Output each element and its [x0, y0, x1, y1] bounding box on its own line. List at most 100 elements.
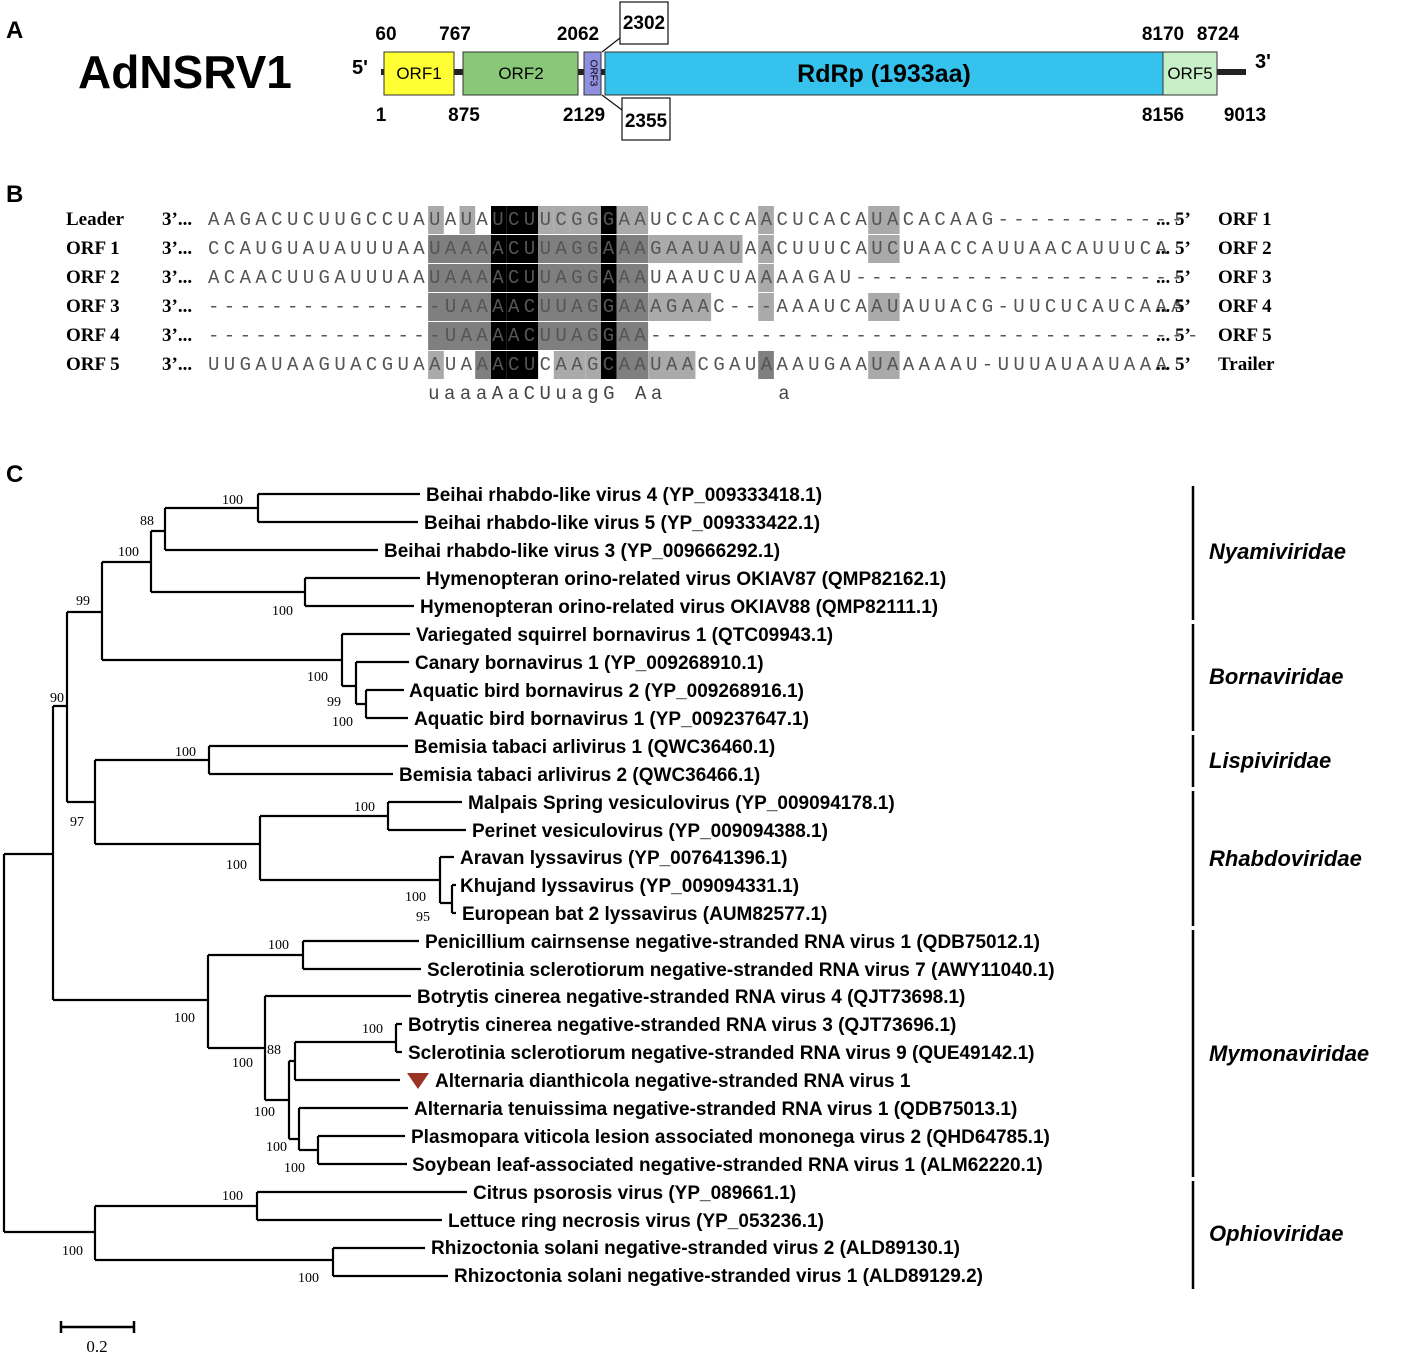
bootstrap-values: 90 99 100 88 100 100 100 99 100 100 97 1… [50, 493, 430, 1286]
panel-c: C [2, 461, 1369, 1354]
alignment-three-prime-end: 3’... [162, 354, 192, 375]
taxon-label-highlighted: Alternaria dianthicola negative-stranded… [435, 1071, 911, 1092]
scale-bar: 0.2 [59, 1321, 136, 1354]
alignment-conserved-shade [506, 322, 539, 350]
taxon-label: Perinet vesiculovirus (YP_009094388.1) [472, 821, 828, 842]
family-label-ophioviridae: Ophioviridae [1209, 1221, 1343, 1246]
alignment-five-prime-end: ... 5’ [1156, 209, 1191, 230]
alignment-conserved-shade [538, 322, 601, 350]
alignment-five-prime-end: ... 5’ [1156, 325, 1191, 346]
alignment-conserved-shade [648, 351, 696, 379]
boxed-position-top [619, 1, 669, 45]
alignment-five-prime-end: ... 5’ [1156, 354, 1191, 375]
alignment-conserved-shade [868, 206, 900, 234]
bootstrap-label: 95 [416, 910, 430, 925]
taxon-label: Rhizoctonia solani negative-stranded vir… [431, 1238, 960, 1259]
alignment-conserved-shade [428, 351, 444, 379]
alignment-conserved-shade [428, 322, 491, 350]
boxed-position-top-leader [601, 37, 621, 53]
rdrp-box [604, 51, 1164, 96]
alignment-row-label: Leader [66, 209, 125, 230]
bootstrap-label: 100 [222, 493, 243, 508]
alignment: Leader 3’... AAGACUCUUGCCUAUAUAUCUUCGGGAAU… [66, 209, 1275, 405]
orf5-box [1162, 51, 1218, 96]
taxon-label: Alternaria tenuissima negative-stranded … [414, 1099, 1017, 1120]
bootstrap-label: 97 [70, 815, 84, 830]
alignment-conserved-shade [491, 264, 507, 292]
alignment-three-prime-end: 3’... [162, 296, 192, 317]
position-end-orf1: 767 [439, 24, 471, 45]
taxon-label: Citrus psorosis virus (YP_089661.1) [473, 1183, 796, 1204]
taxon-label: Variegated squirrel bornavirus 1 (QTC099… [416, 625, 833, 646]
alignment-row-label: ORF 5 [66, 354, 120, 375]
alignment-conserved-shade [616, 235, 649, 263]
alignment-conserved-shade [758, 235, 774, 263]
taxon-label: Penicillium cairnsense negative-stranded… [425, 932, 1040, 953]
alignment-row-label: ORF 1 [66, 238, 120, 259]
panel-label-c: C [6, 461, 23, 488]
alignment-row-label: ORF 3 [66, 296, 120, 317]
alignment-row-target: ORF 5 [1218, 325, 1272, 346]
taxon-label: Beihai rhabdo-like virus 5 (YP_009333422… [424, 513, 820, 534]
alignment-shading [428, 206, 900, 379]
bootstrap-label: 100 [62, 1244, 83, 1259]
orf2-box [462, 51, 579, 96]
alignment-conserved-shade [428, 293, 491, 321]
alignment-conserved-shade [491, 235, 507, 263]
bootstrap-label: 100 [175, 745, 196, 760]
taxon-label: Beihai rhabdo-like virus 3 (YP_009666292… [384, 541, 780, 562]
alignment-conserved-shade [758, 264, 774, 292]
taxon-label: Sclerotinia sclerotiorum negative-strand… [408, 1043, 1035, 1064]
bootstrap-label: 100 [298, 1271, 319, 1286]
alignment-consensus: uaaaAaCUuagG Aa a [428, 383, 790, 405]
position-start-orf1: 60 [375, 24, 396, 45]
alignment-conserved-shade [601, 206, 617, 234]
taxon-label: Canary bornavirus 1 (YP_009268910.1) [415, 653, 764, 674]
position-end-orf5: 8724 [1197, 24, 1240, 45]
bootstrap-label: 100 [118, 545, 139, 560]
alignment-sequence: ACAACUUGAUUUAAUAAAACUUAGGAAAUAAUCUAAAAGA… [208, 267, 1183, 289]
alignment-conserved-shade [506, 206, 539, 234]
bootstrap-label: 100 [284, 1161, 305, 1176]
orf5-label: ORF5 [1167, 64, 1212, 83]
bootstrap-label: 100 [405, 890, 426, 905]
alignment-sequence: ---------------UAAAACUUAGGAA------------… [208, 325, 1198, 347]
rdrp-label: RdRp (1933aa) [797, 60, 971, 88]
alignment-conserved-shade [459, 206, 476, 234]
alignment-conserved-shade [506, 293, 539, 321]
boxed-position-bottom-leader [601, 94, 623, 111]
alignment-five-prime-end: ... 5’ [1156, 296, 1191, 317]
taxon-label: Hymenopteran orino-related virus OKIAV88… [420, 597, 938, 618]
alignment-conserved-shade [868, 293, 900, 321]
bootstrap-label: 100 [254, 1105, 275, 1120]
alignment-conserved-shade [506, 235, 539, 263]
bootstrap-label: 100 [307, 670, 328, 685]
taxon-label: Aquatic bird bornavirus 2 (YP_009268916.… [409, 681, 804, 702]
taxon-label: Bemisia tabaci arlivirus 1 (QWC36460.1) [414, 737, 775, 758]
alignment-row-label: ORF 2 [66, 267, 120, 288]
alignment-row-target: ORF 1 [1218, 209, 1272, 230]
orf2-label: ORF2 [498, 64, 543, 83]
boxed-position-bottom [621, 97, 671, 141]
bootstrap-label: 100 [354, 800, 375, 815]
alignment-five-prime-end: ... 5’ [1156, 238, 1191, 259]
bootstrap-label: 100 [226, 858, 247, 873]
alignment-row-label: ORF 4 [66, 325, 120, 346]
bootstrap-label: 99 [76, 594, 90, 609]
alignment-three-prime-end: 3’... [162, 209, 192, 230]
tree-branches [2, 492, 467, 1278]
alignment-conserved-shade [553, 351, 586, 379]
boxed-position-top-label: 2302 [623, 13, 665, 34]
alignment-conserved-shade [758, 293, 774, 321]
alignment-conserved-shade [616, 206, 649, 234]
family-label-mymonaviridae: Mymonaviridae [1209, 1041, 1369, 1066]
alignment-sequence: UUGAUAAGUACGUAAUAAACUCAAGCAAUAACGAUAAAUG… [208, 354, 1167, 376]
alignment-conserved-shade [616, 322, 649, 350]
alignment-sequence: AAGACUCUUGCCUAUAUAUCUUCGGGAAUCCACCAACUCA… [208, 209, 1183, 231]
alignment-conserved-shade [491, 322, 507, 350]
alignment-conserved-shade [601, 235, 617, 263]
alignment-three-prime-end: 3’... [162, 267, 192, 288]
alignment-conserved-shade [569, 206, 601, 234]
alignment-conserved-shade [758, 206, 774, 234]
